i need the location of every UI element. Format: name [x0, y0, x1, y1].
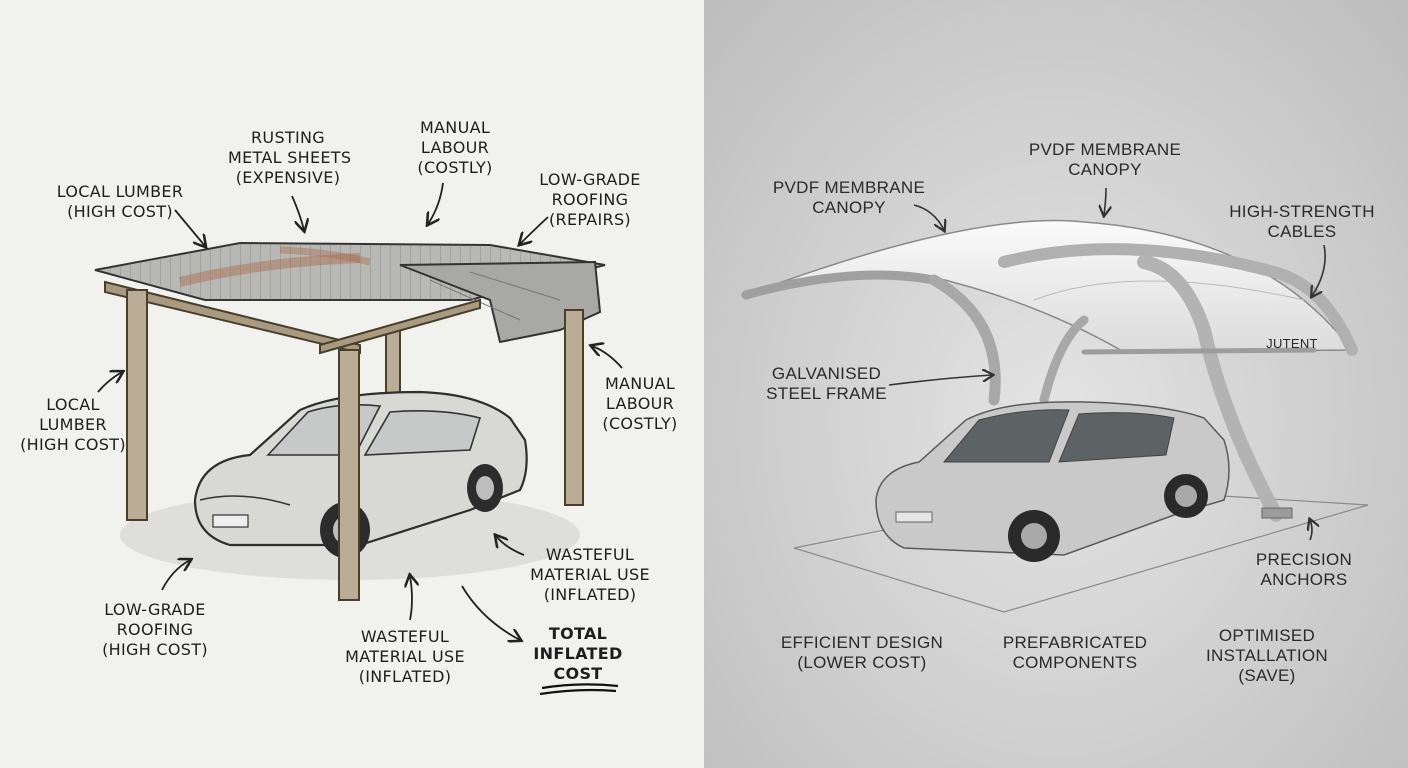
front-middle-post [339, 350, 359, 600]
brand-jutent: JUTENT [1262, 334, 1322, 354]
front-left-post [127, 290, 147, 520]
front-right-post [565, 310, 583, 505]
total-underline [540, 684, 618, 694]
label-local-lumber-top: LOCAL LUMBER(HIGH COST) [50, 182, 190, 222]
label-efficient-design: EFFICIENT DESIGN(LOWER COST) [772, 633, 952, 673]
corrugated-roof [95, 243, 605, 353]
anchor-plate [1262, 508, 1292, 518]
car-render [876, 402, 1229, 562]
